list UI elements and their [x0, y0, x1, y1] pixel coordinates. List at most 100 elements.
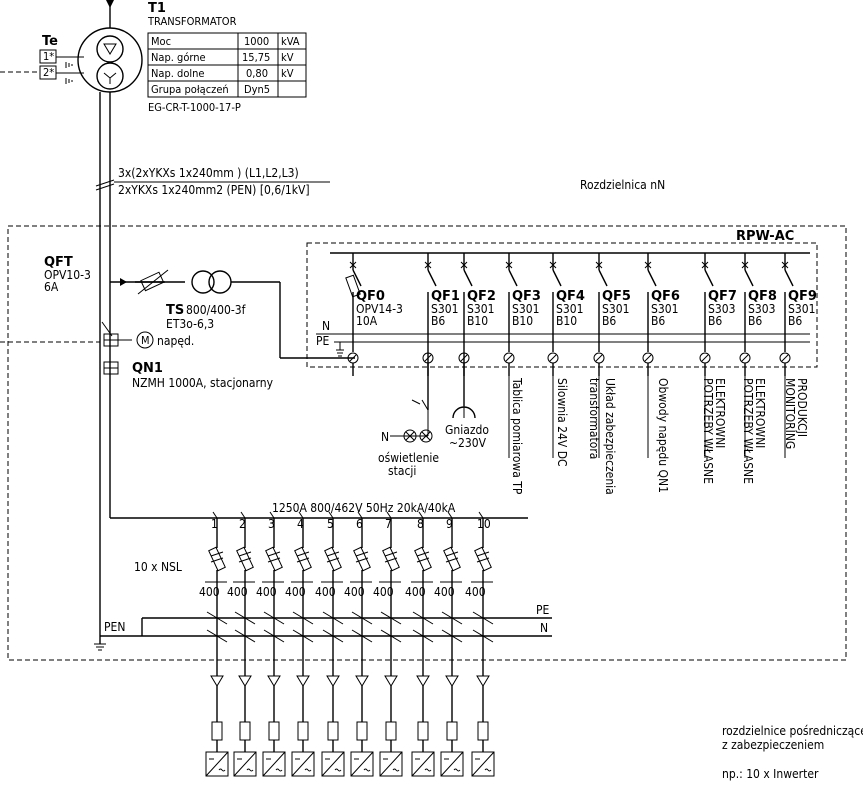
circuit-label: ELEKTROWNI — [713, 378, 727, 448]
fuse-rating: 400 — [227, 585, 248, 599]
circuit-label: MONITORING — [783, 378, 797, 449]
table-cell: 0,80 — [246, 67, 268, 80]
ts-rating: 800/400-3f — [186, 303, 247, 317]
breaker-id: QF6 — [651, 289, 680, 304]
breaker-id: QF7 — [708, 289, 737, 304]
lighting-label-1: oświetlenie — [378, 451, 439, 465]
switchgear-boundary — [7, 225, 847, 661]
breaker-rating: 10A — [356, 314, 378, 328]
pe-label: PE — [316, 334, 330, 348]
circuit-label: transformatora — [587, 378, 601, 459]
te-sensor: Te 1* 2* — [0, 34, 84, 84]
breaker-id: QF2 — [467, 289, 496, 304]
table-cell: 15,75 — [242, 51, 270, 64]
lighting-label-2: stacji — [388, 464, 416, 478]
feeder-number: 6 — [356, 517, 363, 531]
lighting-n: N — [381, 430, 389, 444]
transformer-code: EG-CR-T-1000-17-P — [148, 101, 241, 114]
breaker-type: S303 — [748, 302, 775, 316]
qn1-id: QN1 — [132, 361, 163, 376]
feeder-number: 2 — [239, 517, 246, 531]
main-busbar: 1250A 800/462V 50Hz 20kA/40kA — [110, 501, 528, 519]
transformer-table: Moc 1000 kVA Nap. górne 15,75 kV Nap. do… — [147, 32, 307, 98]
note-line-2: z zabezpieczeniem — [722, 738, 824, 752]
pen-bars: PEN PE N — [94, 603, 552, 651]
table-cell: Nap. górne — [151, 51, 206, 64]
nsl-feeder-4: 4 400 — [285, 511, 315, 777]
table-cell: 1000 — [244, 35, 269, 48]
fuse-rating: 400 — [315, 585, 336, 599]
table-cell: Grupa połączeń — [151, 83, 229, 96]
breaker-type: S301 — [602, 302, 629, 316]
fuse-rating: 400 — [199, 585, 220, 599]
te-terminal: 2* — [43, 66, 54, 79]
circuit-label: Obwody napędu QN1 — [656, 378, 670, 493]
breaker-rating: B6 — [748, 314, 762, 328]
socket-circuit: Gniazdo ~230V — [445, 352, 489, 450]
breaker-rating: B6 — [788, 314, 802, 328]
table-cell: Moc — [151, 35, 171, 48]
nsl-label: 10 x NSL — [134, 560, 182, 574]
circuit-label: Tablica pomiarowa TP — [510, 377, 524, 495]
feeder-number: 4 — [297, 517, 304, 531]
qn1-type: NZMH 1000A, stacjonarny — [132, 376, 274, 390]
note-line-3: np.: 10 x Inwerter — [722, 767, 819, 781]
socket-label-2: ~230V — [449, 436, 487, 450]
feeder-number: 5 — [327, 517, 334, 531]
fuse-rating: 400 — [434, 585, 455, 599]
busbar-spec: 1250A 800/462V 50Hz 20kA/40kA — [272, 501, 456, 515]
cable-line-2: 2xYKXs 1x240mm2 (PEN) [0,6/1kV] — [118, 183, 310, 197]
te-label: Te — [42, 34, 58, 49]
fuse-rating: 400 — [465, 585, 486, 599]
table-cell: kV — [281, 67, 294, 80]
nsl-feeder-group: 1400240034004400540064007400840094001040… — [199, 511, 495, 777]
qn1-main-switch: M napęd. QN1 NZMH 1000A, stacjonarny — [0, 321, 274, 390]
breaker-type: S301 — [651, 302, 678, 316]
breaker-type: OPV14-3 — [356, 302, 403, 316]
table-cell: Dyn5 — [244, 83, 270, 96]
feeder-number: 10 — [477, 517, 491, 531]
panel-label: RPW-AC — [736, 229, 794, 244]
transformer-name: TRANSFORMATOR — [147, 15, 237, 28]
ts-type: ET3o-6,3 — [166, 317, 214, 331]
n-bar-label: N — [540, 621, 548, 635]
socket-label-1: Gniazdo — [445, 423, 489, 437]
feeder-number: 7 — [385, 517, 392, 531]
table-cell: kVA — [281, 35, 300, 48]
breaker-rating: B6 — [431, 314, 445, 328]
circuit-label: Silownia 24V DC — [555, 378, 569, 467]
switchgear-label: Rozdzielnica nN — [580, 178, 665, 192]
breaker-type: S301 — [512, 302, 539, 316]
breaker-type: S301 — [467, 302, 494, 316]
feeder-number: 9 — [446, 517, 453, 531]
breaker-rating: B10 — [556, 314, 577, 328]
qn1-drive-label: napęd. — [157, 334, 194, 348]
breaker-id: QF9 — [788, 289, 817, 304]
cable-line-1: 3x(2xYKXs 1x240mm ) (L1,L2,L3) — [118, 166, 299, 180]
lighting-circuit: N oświetlenie stacji — [378, 352, 439, 478]
nsl-feeder-2: 2 400 — [227, 511, 257, 777]
breaker-id: QF8 — [748, 289, 777, 304]
pe-bar-label: PE — [536, 603, 550, 617]
feeder-number: 8 — [417, 517, 424, 531]
circuit-label: Układ zabezpieczenia — [603, 378, 617, 495]
fuse-rating: 400 — [256, 585, 277, 599]
cable-label: 3x(2xYKXs 1x240mm ) (L1,L2,L3) 2xYKXs 1x… — [95, 166, 330, 197]
qn1-drive-symbol: M — [141, 334, 150, 347]
fuse-rating: 400 — [285, 585, 306, 599]
note-line-1: rozdzielnice pośredniczące — [722, 724, 863, 738]
breaker-id: QF0 — [356, 289, 385, 304]
breaker-id: QF1 — [431, 289, 460, 304]
transformer-t1: T1 TRANSFORMATOR Moc 1000 kVA Nap. górne… — [77, 0, 307, 630]
fuse-rating: 400 — [344, 585, 365, 599]
